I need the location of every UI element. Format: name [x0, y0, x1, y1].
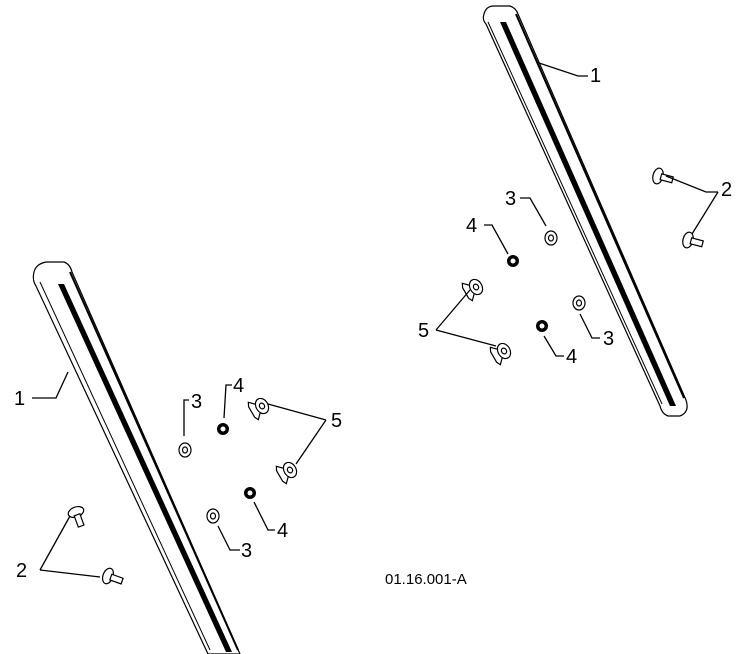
right-callout-nut-lower: 4	[566, 346, 577, 368]
right-bolt-upper	[652, 167, 675, 185]
right-bolt-lower	[682, 231, 705, 249]
right-nut-lower	[536, 320, 548, 332]
right-callout-rail: 1	[590, 65, 601, 87]
right-wingnut-lower	[489, 342, 512, 366]
figure-code: 01.16.001-A	[385, 571, 467, 588]
right-callout-nut-upper: 4	[466, 215, 477, 237]
left-nut-lower	[244, 487, 256, 499]
left-callout-wingnuts: 5	[331, 410, 342, 432]
right-assembly: 1 2 3 4 5 3 4	[418, 5, 732, 417]
right-callout-wingnuts: 5	[418, 320, 429, 342]
left-callout-rail: 1	[14, 388, 25, 410]
right-callout-washer-upper: 3	[505, 188, 516, 210]
left-washer-lower	[206, 508, 220, 524]
right-wingnut-upper	[461, 278, 484, 302]
right-washer-upper	[544, 230, 558, 246]
right-callout-washer-lower: 3	[603, 328, 614, 350]
left-nut-upper	[217, 423, 229, 435]
left-assembly: 1 2 3 4 5 3 4	[14, 261, 342, 654]
right-washer-lower	[572, 295, 586, 311]
left-bolt-upper	[67, 505, 85, 528]
left-wingnut-upper	[247, 397, 270, 421]
left-callout-washer-upper: 3	[191, 391, 202, 413]
left-callout-bolts: 2	[16, 560, 27, 582]
left-wingnut-lower	[275, 461, 298, 485]
left-callout-nut-upper: 4	[233, 375, 244, 397]
right-callout-bolts: 2	[721, 179, 732, 201]
left-callout-nut-lower: 4	[277, 520, 288, 542]
right-rail	[482, 5, 688, 417]
right-nut-upper	[507, 255, 519, 267]
left-bolt-lower	[101, 567, 124, 585]
left-washer-upper	[178, 442, 192, 458]
left-rail	[32, 261, 241, 654]
left-callout-washer-lower: 3	[241, 540, 252, 562]
